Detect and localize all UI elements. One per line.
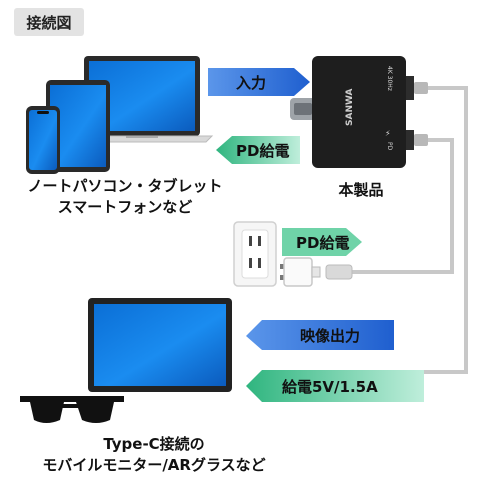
hub-port-pd-label: PD [386, 142, 393, 151]
mobile-monitor-icon [88, 298, 232, 392]
arrow-power-out: 給電5V/1.5A [246, 370, 424, 402]
hub-device-icon: SANWA 4K 30Hz PD ⚡ [290, 56, 428, 168]
pc-devices-label: ノートパソコン・タブレット スマートフォンなど [0, 176, 250, 218]
hub-brand-label: SANWA [345, 88, 355, 126]
arrow-power-out-label: 給電5V/1.5A [282, 378, 378, 396]
arrow-input: 入力 [208, 68, 310, 96]
arrow-pd-from-outlet-label: PD給電 [296, 234, 349, 252]
arrow-input-label: 入力 [236, 74, 266, 92]
display-devices-line2: モバイルモニター/ARグラスなど [42, 456, 266, 474]
smartphone-icon [26, 106, 60, 174]
power-outlet-icon [233, 221, 277, 287]
arrow-pd-to-pc: PD給電 [216, 136, 300, 164]
diagram-title: 接続図 [14, 8, 84, 36]
display-devices-label: Type-C接続の モバイルモニター/ARグラスなど [14, 434, 294, 476]
pc-devices-line1: ノートパソコン・タブレット [27, 177, 223, 195]
display-devices-line1: Type-C接続の [103, 435, 205, 453]
pc-devices-line2: スマートフォンなど [57, 198, 193, 216]
hub-port-hdmi-label: 4K 30Hz [386, 66, 393, 91]
arrow-video-out-label: 映像出力 [300, 327, 360, 345]
arrow-pd-from-outlet: PD給電 [282, 228, 362, 256]
pd-cable [352, 138, 454, 274]
ar-glasses-icon [20, 396, 124, 423]
arrow-pd-to-pc-label: PD給電 [236, 142, 289, 160]
charger-plug-icon [280, 257, 353, 287]
arrow-video-out: 映像出力 [246, 320, 394, 350]
hub-label: 本製品 [338, 181, 384, 199]
lightning-icon: ⚡ [385, 129, 391, 138]
